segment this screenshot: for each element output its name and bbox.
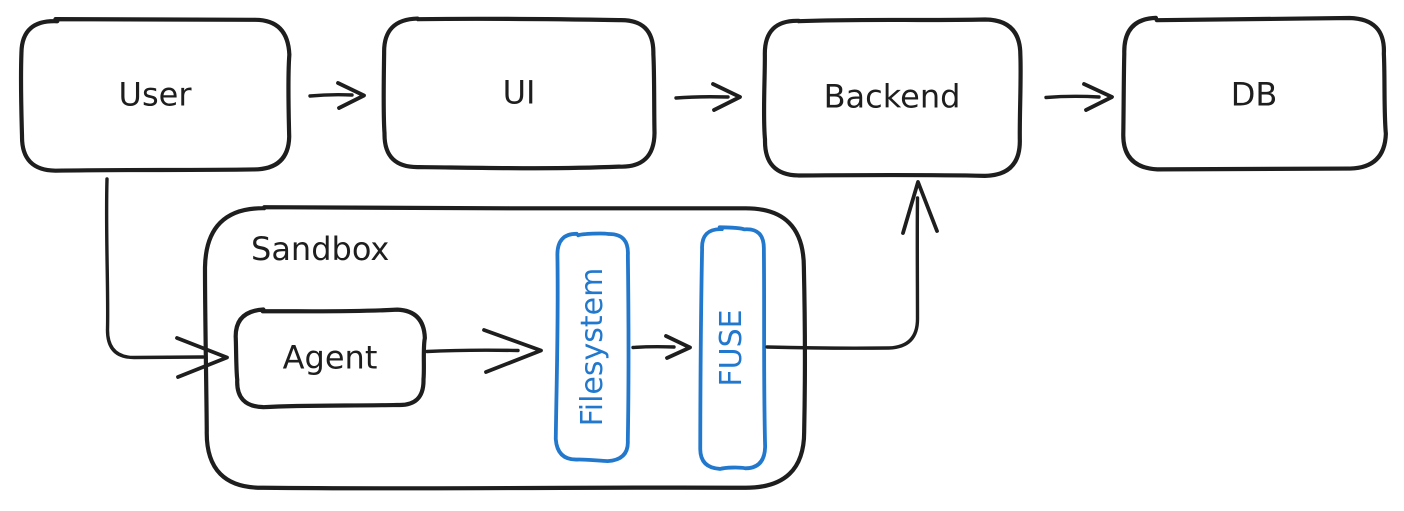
arrow-user-ui-shaft (308, 93, 354, 98)
filesystem-box (553, 231, 631, 464)
ui-box (381, 16, 657, 171)
arrow-fuse-backend-head (901, 180, 939, 235)
arrow-fuse-backend-shaft (765, 196, 920, 350)
db-node-label: DB (1230, 75, 1278, 114)
agent-box (233, 307, 427, 410)
arrow-ui-backend-head (711, 82, 742, 112)
arrow-user-agent (104, 177, 229, 379)
arrow-agent-filesystem-shaft (425, 348, 520, 354)
arrow-ui-backend (674, 82, 742, 112)
arrow-fuse-backend (765, 180, 939, 350)
sandbox-box (202, 205, 807, 491)
db-box (1121, 15, 1388, 172)
backend-box (761, 17, 1023, 178)
arrow-agent-filesystem-head (482, 328, 543, 374)
arrow-backend-db (1044, 82, 1114, 112)
arrow-user-ui-head (336, 81, 366, 110)
arrow-user-agent-shaft (104, 177, 205, 360)
arrow-backend-db-shaft (1044, 94, 1101, 100)
arrow-agent-filesystem (425, 328, 543, 374)
arrow-user-agent-head (175, 336, 229, 379)
agent-node-label: Agent (282, 338, 378, 377)
arrow-ui-backend-shaft (674, 95, 730, 100)
arrow-backend-db-head (1082, 82, 1114, 112)
fuse-node-label: FUSE (713, 309, 749, 387)
arrow-filesystem-fuse-shaft (631, 344, 676, 350)
arrow-filesystem-fuse-head (664, 334, 692, 360)
arrow-filesystem-fuse (631, 334, 692, 360)
fuse-box (698, 225, 768, 471)
user-box (18, 17, 292, 173)
arrow-user-ui (308, 81, 366, 110)
filesystem-node-label: Filesystem (574, 267, 610, 427)
user-node-label: User (118, 75, 192, 114)
sandbox-container-label: Sandbox (251, 230, 390, 268)
ui-node-label: UI (502, 73, 536, 112)
backend-node-label: Backend (823, 77, 961, 116)
